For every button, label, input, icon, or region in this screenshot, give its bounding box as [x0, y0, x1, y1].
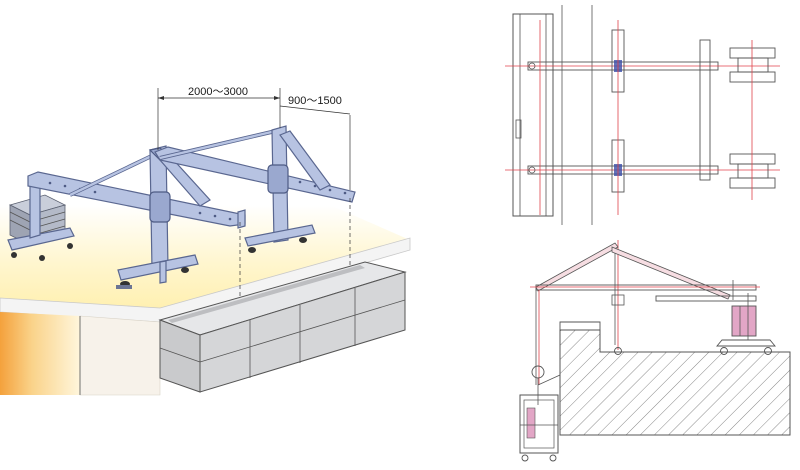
hanging-platform	[158, 261, 407, 393]
overhang-dimension-label: 900～1500	[288, 95, 342, 107]
span-dimension-label: 2000～3000	[188, 86, 248, 98]
counterweight	[731, 305, 757, 337]
side-elevation-drawing	[519, 240, 791, 462]
front-base-left	[117, 254, 199, 281]
building-facade	[0, 312, 80, 395]
rear-base-beam	[7, 227, 75, 251]
roof-parapet	[0, 237, 411, 323]
suspended-cage	[519, 365, 561, 462]
upper-beam	[154, 146, 356, 203]
building-wall	[79, 315, 161, 396]
plan-view-drawing	[505, 5, 780, 225]
isometric-illustration: 2000～3000 900～1500	[0, 86, 411, 396]
front-base-right	[244, 224, 316, 247]
